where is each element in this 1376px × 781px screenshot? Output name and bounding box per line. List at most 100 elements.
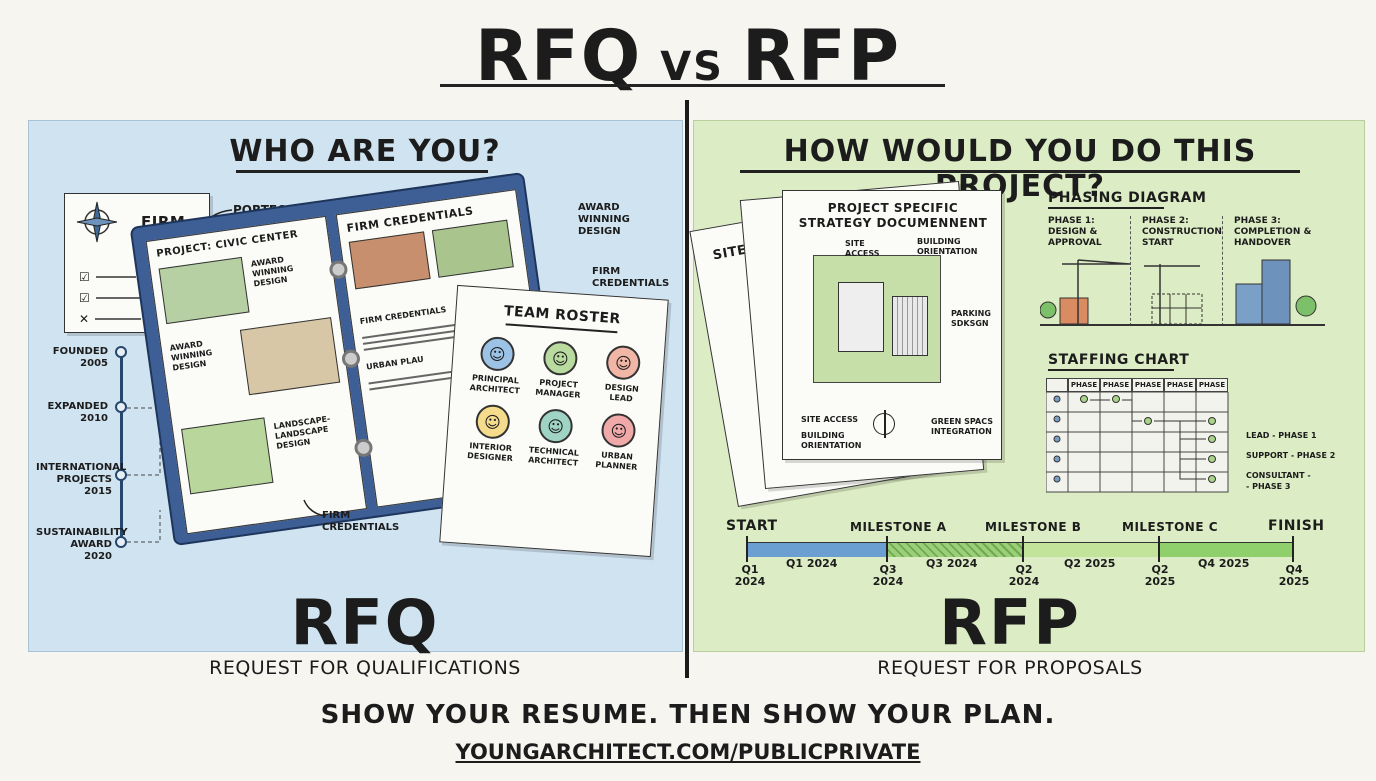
- right-heading: HOW WOULD YOU DO THIS PROJECT?: [783, 134, 1257, 204]
- left-heading-underline: [236, 170, 488, 173]
- site-plan-drawing: [813, 255, 941, 383]
- phasing-title: PHASING DIAGRAM: [1048, 190, 1207, 206]
- roster-member: ☺INTERIOR DESIGNER: [458, 403, 525, 465]
- timeline-line: [120, 350, 123, 545]
- schedule-segment: [1160, 543, 1292, 557]
- schedule-segment: [888, 543, 1024, 557]
- roster-grid: ☺PRINCIPAL ARCHITECT ☺PROJECT MANAGER ☺D…: [458, 335, 656, 474]
- staffing-title-underline: [1048, 369, 1174, 371]
- segment-label: Q2 2025: [1064, 557, 1116, 570]
- site-access-bottom-label: SITE ACCESS: [801, 415, 859, 424]
- milestone-b: MILESTONE B: [985, 520, 1082, 534]
- phase-label: PHASE 2:CONSTRUCTION START: [1142, 216, 1222, 248]
- project-photo-image: [431, 219, 514, 278]
- building-orientation-bottom-label: BUILDING ORIENTATION: [801, 431, 862, 450]
- title-underline: [440, 84, 945, 87]
- award-text: AWARD WINNING DESIGN: [250, 255, 294, 289]
- timeline-dot: [115, 469, 127, 481]
- building-sketch-image: [158, 256, 250, 325]
- tick-label: Q2 2025: [1144, 563, 1176, 588]
- schedule-tick: [1292, 536, 1294, 562]
- avatar-icon: ☺: [479, 335, 516, 373]
- staffing-header: PHASE 1 PHASE 2 PHASE D PHASE R PHASE 3: [1046, 378, 1228, 401]
- firm-credentials-label-bottom: FIRM CREDENTIALS: [322, 510, 400, 533]
- timeline-dot: [115, 346, 127, 358]
- roster-member: ☺TECHNICAL ARCHITECT: [521, 407, 588, 469]
- schedule-tick: [746, 536, 748, 562]
- strategy-document: PROJECT SPECIFIC STRATEGY DOCUMENNENT SI…: [782, 190, 1002, 460]
- staffing-title: STAFFING CHART: [1048, 352, 1190, 368]
- rfp-subtitle: REQUEST FOR PROPOSALS: [877, 657, 1143, 679]
- green-space-label: GREEN SPACS INTEGRATION: [931, 417, 993, 436]
- rfq-subtitle: REQUEST FOR QUALIFICATIONS: [209, 657, 521, 679]
- firm-credentials-label: FIRM CREDENTIALS: [592, 266, 670, 289]
- schedule-tick: [1158, 536, 1160, 562]
- award-winning-label: AWARD WINNING DESIGN: [578, 202, 630, 237]
- tick-label: Q1 2024: [734, 563, 766, 588]
- interior-sketch-image: [239, 317, 341, 396]
- rfq-big-label: RFQ: [290, 586, 440, 659]
- schedule-tick: [886, 536, 888, 562]
- phasing-illustration: [1040, 259, 1325, 326]
- tick-label: Q3 2024: [872, 563, 904, 588]
- landscape-text: LANDSCAPE-LANDSCAPE DESIGN: [273, 414, 331, 451]
- milestone-start: START: [726, 518, 778, 534]
- schedule-segment: [1024, 543, 1160, 557]
- phase-divider: [1130, 216, 1131, 326]
- milestone-a: MILESTONE A: [850, 520, 947, 534]
- left-heading: WHO ARE YOU?: [229, 134, 501, 169]
- parking-label: PARKING SDKSGN: [951, 309, 991, 328]
- award-text: AWARD WINNING DESIGN: [169, 339, 213, 373]
- building-footprint: [838, 282, 884, 352]
- roster-title: TEAM ROSTER: [503, 303, 622, 328]
- schedule-bar: [747, 542, 1293, 557]
- doc-title: PROJECT SPECIFIC STRATEGY DOCUMENNENT: [798, 201, 988, 230]
- phase-divider: [1222, 216, 1223, 326]
- timeline-dot: [115, 401, 127, 413]
- timeline-dot: [115, 536, 127, 548]
- phase-label: PHASE 3:COMPLETION & HANDOVER: [1234, 216, 1312, 248]
- schedule-tick: [1022, 536, 1024, 562]
- team-roster-card: TEAM ROSTER ☺PRINCIPAL ARCHITECT ☺PROJEC…: [439, 284, 669, 558]
- check-icon: ☑: [79, 270, 90, 284]
- milestone-c: MILESTONE C: [1122, 520, 1219, 534]
- avatar-icon: ☺: [605, 344, 642, 381]
- arrow-icon: [303, 499, 327, 517]
- title-vs: VS: [660, 44, 724, 90]
- urban-text: URBAN PLAU: [365, 354, 425, 372]
- right-heading-underline: [740, 170, 1300, 173]
- north-arrow-icon: [873, 410, 895, 438]
- checklist: ☑ ☑ ✕: [79, 270, 169, 326]
- avatar-icon: ☺: [474, 403, 511, 440]
- avatar-icon: ☺: [537, 407, 574, 445]
- phase-label: PHASE 1:DESIGN & APPROVAL: [1048, 216, 1102, 248]
- landscape-sketch-image: [181, 417, 274, 495]
- tick-label: Q2 2024: [1008, 563, 1040, 588]
- avatar-icon: ☺: [600, 412, 637, 449]
- building-orientation-label: BUILDING ORIENTATION: [917, 237, 978, 256]
- cross-icon: ✕: [79, 312, 90, 326]
- segment-label: Q3 2024: [926, 557, 978, 570]
- footer-url-link[interactable]: YOUNGARCHITECT.COM/PUBLICPRIVATE: [455, 740, 921, 764]
- roster-member: ☺DESIGN LEAD: [589, 344, 656, 406]
- rfp-big-label: RFP: [939, 586, 1081, 659]
- legend-item: SUPPORT - PHASE 2: [1246, 451, 1336, 460]
- parking-lot: [892, 296, 928, 356]
- compass-icon: [75, 200, 119, 244]
- title-rfp: RFP: [741, 15, 902, 97]
- tagline: SHOW YOUR RESUME. THEN SHOW YOUR PLAN.: [320, 700, 1056, 730]
- roster-member: ☺PROJECT MANAGER: [526, 339, 593, 401]
- legend-item: LEAD - PHASE 1: [1246, 431, 1317, 440]
- milestone-finish: FINISH: [1268, 518, 1325, 534]
- staffing-legend: LEAD - PHASE 1 SUPPORT - PHASE 2 CONSULT…: [1246, 426, 1356, 492]
- check-icon: ☑: [79, 291, 90, 305]
- segment-label: Q4 2025: [1198, 557, 1250, 570]
- project-photo-image: [348, 231, 431, 290]
- segment-label: Q1 2024: [786, 557, 838, 570]
- roster-member: ☺URBAN PLANNER: [584, 411, 651, 473]
